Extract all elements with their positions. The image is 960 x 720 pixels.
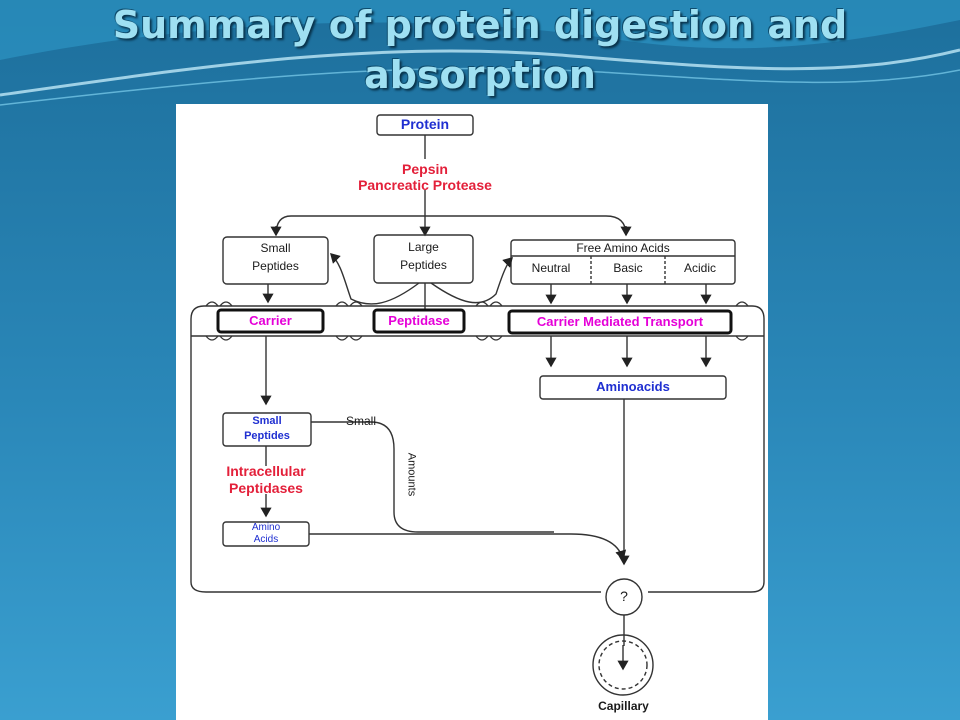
cell-membrane bbox=[190, 305, 765, 582]
aminoacids-box bbox=[539, 375, 727, 400]
digestion-diagram: Protein Pepsin Pancreatic Protease Small… bbox=[176, 104, 768, 720]
small-peptides-label-1: Small bbox=[260, 241, 291, 255]
small-peptides-box bbox=[222, 236, 329, 285]
diagram-graphics bbox=[190, 114, 765, 696]
intracellular-small-peptides-label-2: Peptides bbox=[244, 430, 290, 442]
small-amounts-amounts-label: Amounts bbox=[405, 452, 418, 497]
large-peptides-label-1: Large bbox=[408, 240, 439, 254]
carrier-mediated-box bbox=[507, 309, 733, 335]
basic-label: Basic bbox=[613, 261, 643, 275]
slide-title-line-2: absorption bbox=[364, 53, 596, 97]
aminoacids-label: Aminoacids bbox=[596, 379, 670, 394]
intracellular-peptidases-label-1: Intracellular bbox=[226, 463, 306, 479]
background-wave-decoration bbox=[0, 0, 960, 106]
capillary-label: Capillary bbox=[598, 699, 649, 713]
amino-acids-label-1: Amino bbox=[251, 522, 281, 533]
peptidase-box bbox=[372, 308, 466, 334]
carrier-mediated-transport-label: Carrier Mediated Transport bbox=[536, 314, 704, 329]
intracellular-small-peptides-box bbox=[222, 412, 312, 447]
slide-title: Summary of protein digestion and absorpt… bbox=[0, 0, 960, 100]
capillary-circle bbox=[592, 634, 654, 696]
protein-label: Protein bbox=[400, 116, 450, 132]
large-peptides-box bbox=[373, 234, 474, 284]
carrier-box bbox=[216, 308, 325, 334]
pancreatic-protease-label: Pancreatic Protease bbox=[358, 177, 492, 193]
slide-title-line-1: Summary of protein digestion and bbox=[112, 3, 848, 47]
intracellular-small-peptides-label-1: Small bbox=[252, 415, 282, 427]
small-peptides-label-2: Peptides bbox=[252, 259, 299, 273]
small-amounts-small-label: Small bbox=[345, 414, 376, 428]
peptidase-label: Peptidase bbox=[388, 313, 450, 328]
acidic-label: Acidic bbox=[683, 261, 716, 275]
pepsin-label: Pepsin bbox=[402, 161, 448, 177]
intracellular-peptidases-label-2: Peptidases bbox=[229, 480, 303, 496]
neutral-label: Neutral bbox=[531, 261, 571, 275]
microvilli bbox=[205, 301, 749, 341]
amino-acids-label-2: Acids bbox=[253, 534, 279, 545]
carrier-label: Carrier bbox=[249, 313, 292, 328]
free-amino-acids-label: Free Amino Acids bbox=[576, 241, 670, 255]
junction-question-mark: ? bbox=[620, 588, 628, 604]
large-peptides-label-2: Peptides bbox=[400, 258, 447, 272]
